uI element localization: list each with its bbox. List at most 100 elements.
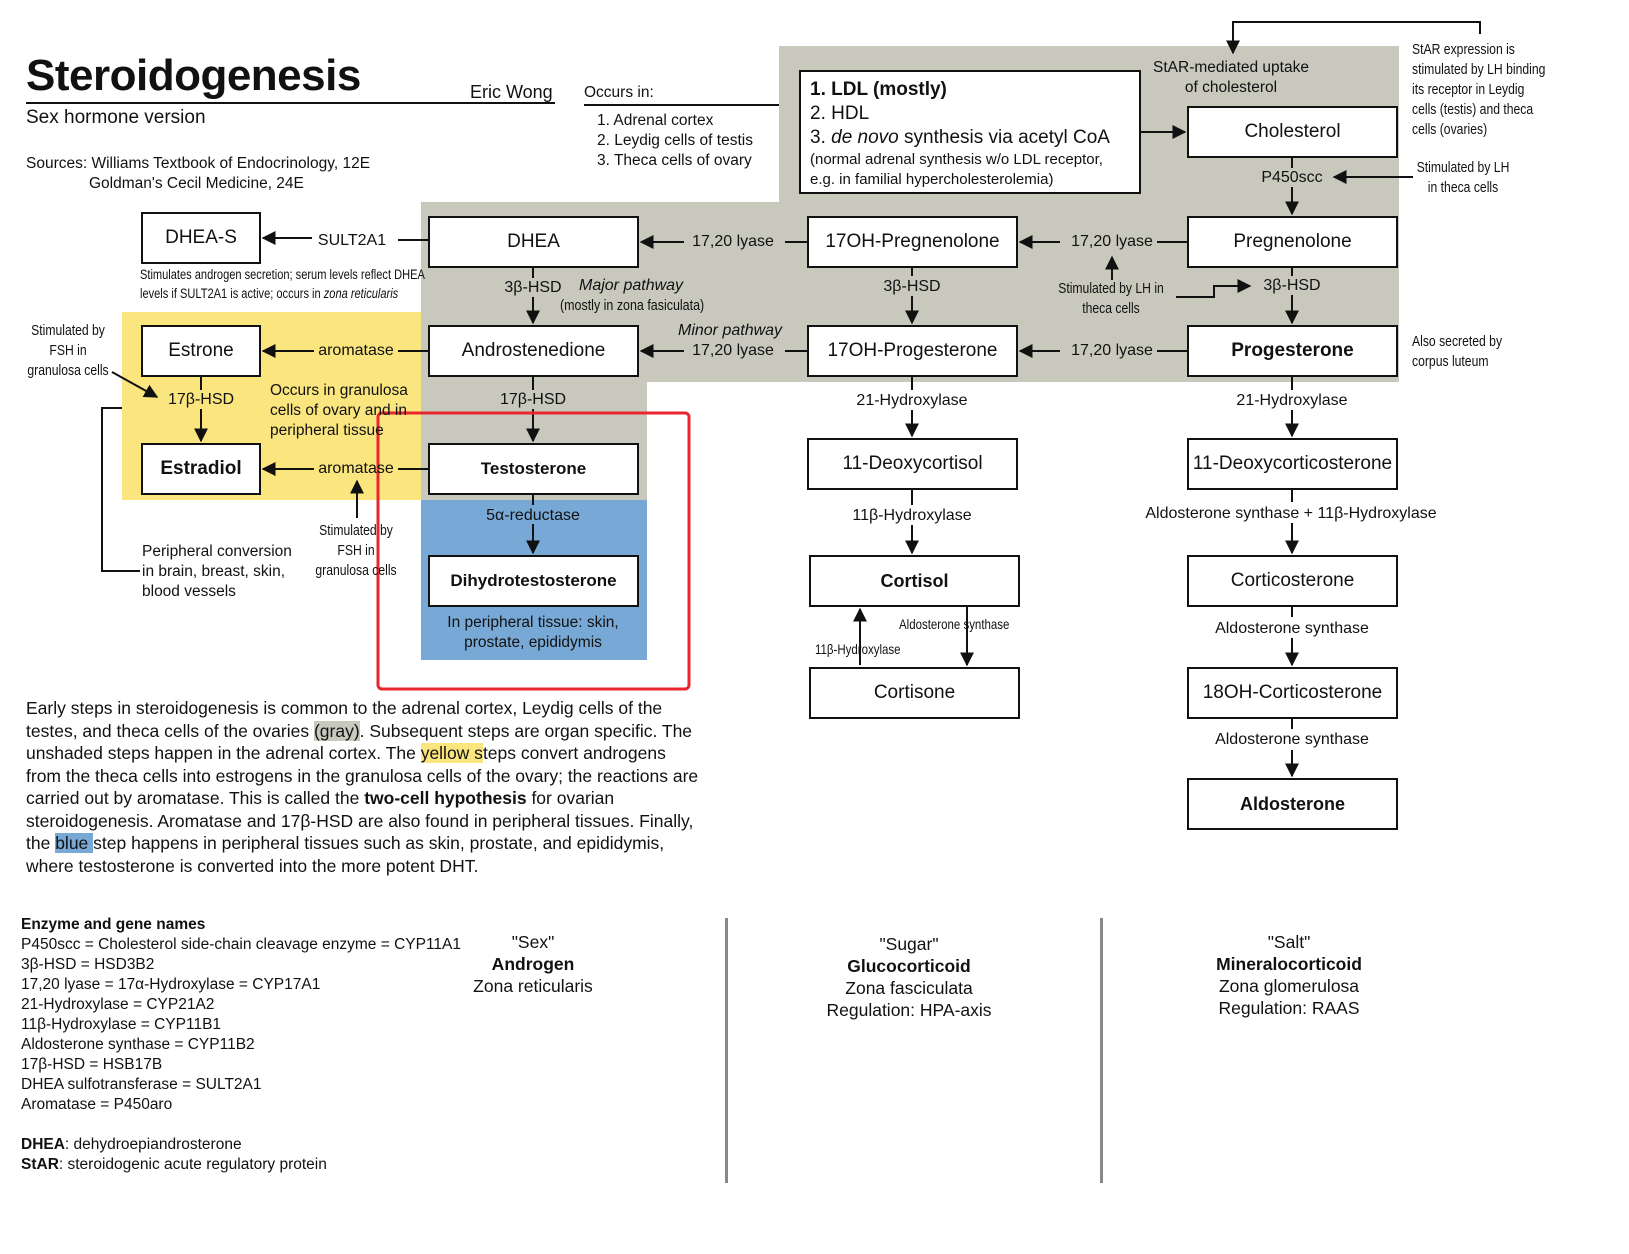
17bhsd-label-left: 17β-HSD [167,391,235,408]
androgen-name: Androgen [491,954,575,974]
dht-tissue-line-2: prostate, epididymis [464,634,602,651]
glucocorticoid-regulation: Regulation: HPA-axis [826,1000,992,1020]
21-hydroxylase-label-mid: 21-Hydroxylase [856,392,968,409]
androgen-nick: "Sex" [511,932,555,952]
glucocorticoid-nick: "Sugar" [879,934,939,954]
legend-dhea-term: DHEA [21,1136,65,1153]
legend-item: Aromatase = P450aro [21,1096,173,1113]
para-yellow-highlight: yellow s [420,743,483,763]
cholesterol-sources-box: 1. LDL (mostly) 2. HDL 3. de novo synthe… [799,70,1141,194]
corpus-line-1: Also secreted by [1412,334,1503,350]
column-mineralocorticoid: "Salt" Mineralocorticoid Zona glomerulos… [1216,931,1362,1019]
reductase-label: 5α-reductase [486,507,580,524]
peripheral-line-1: Peripheral conversion [142,543,292,560]
3bhsd-label-left: 3β-HSD [504,279,562,296]
star-arrow [1226,21,1481,55]
lh-theca-mid-note: Stimulated by LH in theca cells [1058,279,1164,319]
para-gray-highlight: (gray) [313,720,360,741]
star-expr-line-3: its receptor in Leydig [1412,82,1525,98]
legend-item: 17,20 lyase = 17α-Hydroxylase = CYP17A1 [21,976,321,993]
lh-theca-mid-line-1: Stimulated by LH in [1058,281,1164,297]
star-uptake-note: StAR-mediated uptake of cholesterol [1153,58,1309,98]
androgen-zone: Zona reticularis [473,976,593,996]
glucocorticoid-zone: Zona fasciculata [845,978,973,998]
legend-item: 21-Hydroxylase = CYP21A2 [21,996,215,1013]
sult2a1-label: SULT2A1 [317,232,387,249]
dhea-s-note-line-2: levels if SULT2A1 is active; occurs in z… [140,284,425,303]
dht-tissue-note: In peripheral tissue: skin, prostate, ep… [447,613,618,653]
mineralocorticoid-zone: Zona glomerulosa [1218,976,1360,996]
lh-theca-mid-line-2: theca cells [1082,301,1140,317]
peripheral-bracket [101,407,140,572]
legend-heading: Enzyme and gene names [21,916,206,933]
glucocorticoid-name: Glucocorticoid [847,956,971,976]
para-part-3: teps convert androgens from the theca ce… [26,743,699,808]
occurs-heading: Occurs in: [584,84,654,101]
para-part-2: . Subsequent steps are organ specific. T… [26,720,693,764]
star-uptake-line-1: StAR-mediated uptake [1153,59,1309,76]
node-estrone: Estrone [141,325,261,377]
star-expr-line-1: StAR expression is [1412,42,1515,58]
node-dihydrotestosterone: Dihydrotestosterone [428,555,639,607]
occurs-item-2: 2. Leydig cells of testis [597,132,753,149]
granulosa-line-3: peripheral tissue [270,422,384,439]
node-18oh-corticosterone: 18OH-Corticosterone [1187,667,1398,719]
lh-theca-right-line-1: Stimulated by LH [1416,160,1510,176]
node-progesterone: Progesterone [1187,325,1398,377]
occurs-underline [584,104,779,106]
legend-dhea: DHEA: dehydroepiandrosterone [21,1135,461,1155]
21-hydroxylase-label-right: 21-Hydroxylase [1236,392,1348,409]
fsh-bottom-note: Stimulated by FSH in granulosa cells [315,521,396,581]
mineralocorticoid-name: Mineralocorticoid [1216,954,1362,974]
aldo-synthase-label-cortisol: Aldosterone synthase [899,616,1010,632]
fsh-bottom-line-1: Stimulated by [319,523,393,539]
fsh-left-line-3: granulosa cells [27,363,109,379]
granulosa-line-1: Occurs in granulosa [270,382,408,399]
legend-item: 3β-HSD = HSD3B2 [21,956,155,973]
dht-tissue-line-1: In peripheral tissue: skin, [447,614,619,631]
node-corticosterone: Corticosterone [1187,555,1398,607]
minor-pathway-label: Minor pathway [678,322,783,339]
star-expr-line-4: cells (testis) and theca [1412,102,1534,118]
lyase-label-2: 17,20 lyase [692,233,774,250]
aromatase-label-2: aromatase [318,460,394,477]
peripheral-conversion-note: Peripheral conversion in brain, breast, … [142,542,292,602]
legend-item: 11β-Hydroxylase = CYP11B1 [21,1016,222,1033]
sources-line-2: Goldman's Cecil Medicine, 24E [89,175,304,192]
aromatase-label-1: aromatase [318,342,394,359]
lh-theca-right-note: Stimulated by LH in theca cells [1417,158,1510,198]
lh-theca-right-line-2: in theca cells [1427,180,1499,196]
fsh-bottom-line-2: FSH in [337,543,375,559]
node-estradiol: Estradiol [141,443,261,495]
para-part-5: step happens in peripheral tissues such … [26,833,665,876]
node-dhea: DHEA [428,216,639,268]
fsh-left-line-2: FSH in [49,343,87,359]
lyase-label-1: 17,20 lyase [1071,233,1153,250]
peripheral-line-2: in brain, breast, skin, [142,563,286,580]
node-17oh-pregnenolone: 17OH-Pregnenolone [807,216,1018,268]
aldo-plus-label: Aldosterone synthase + 11β-Hydroxylase [1145,505,1437,522]
legend-star: StAR: steroidogenic acute regulatory pro… [21,1155,461,1175]
enzyme-legend: Enzyme and gene names P450scc = Choleste… [21,915,461,1175]
column-divider-2 [1100,918,1103,1183]
3bhsd-label-mid: 3β-HSD [883,278,941,295]
para-part-4: for ovarian steroidogenesis. Aromatase a… [26,788,694,853]
major-pathway-label: Major pathway [579,277,684,294]
lyase-label-4: 17,20 lyase [692,342,774,359]
column-androgen: "Sex" Androgen Zona reticularis [473,931,593,997]
legend-dhea-def: : dehydroepiandrosterone [64,1136,242,1153]
de-novo-rest: synthesis via acetyl CoA [898,127,1110,148]
occurs-item-1: 1. Adrenal cortex [597,112,714,129]
dhea-s-note-line-1: Stimulates androgen secretion; serum lev… [140,267,425,282]
node-dhea-s: DHEA-S [141,212,261,264]
3bhsd-label-right: 3β-HSD [1263,277,1321,294]
ldl-source: 1. LDL (mostly) [810,79,947,100]
highlight-box [376,411,691,691]
page-title: Steroidogenesis [26,51,361,100]
11bh-label-mid: 11β-Hydroxylase [852,507,972,524]
legend-item: P450scc = Cholesterol side-chain cleavag… [21,936,461,953]
star-expression-note: StAR expression is stimulated by LH bind… [1412,40,1545,140]
fsh-to-17bhsd-arrow [111,371,159,398]
dhea-s-note-zone: zona reticularis [323,286,399,301]
